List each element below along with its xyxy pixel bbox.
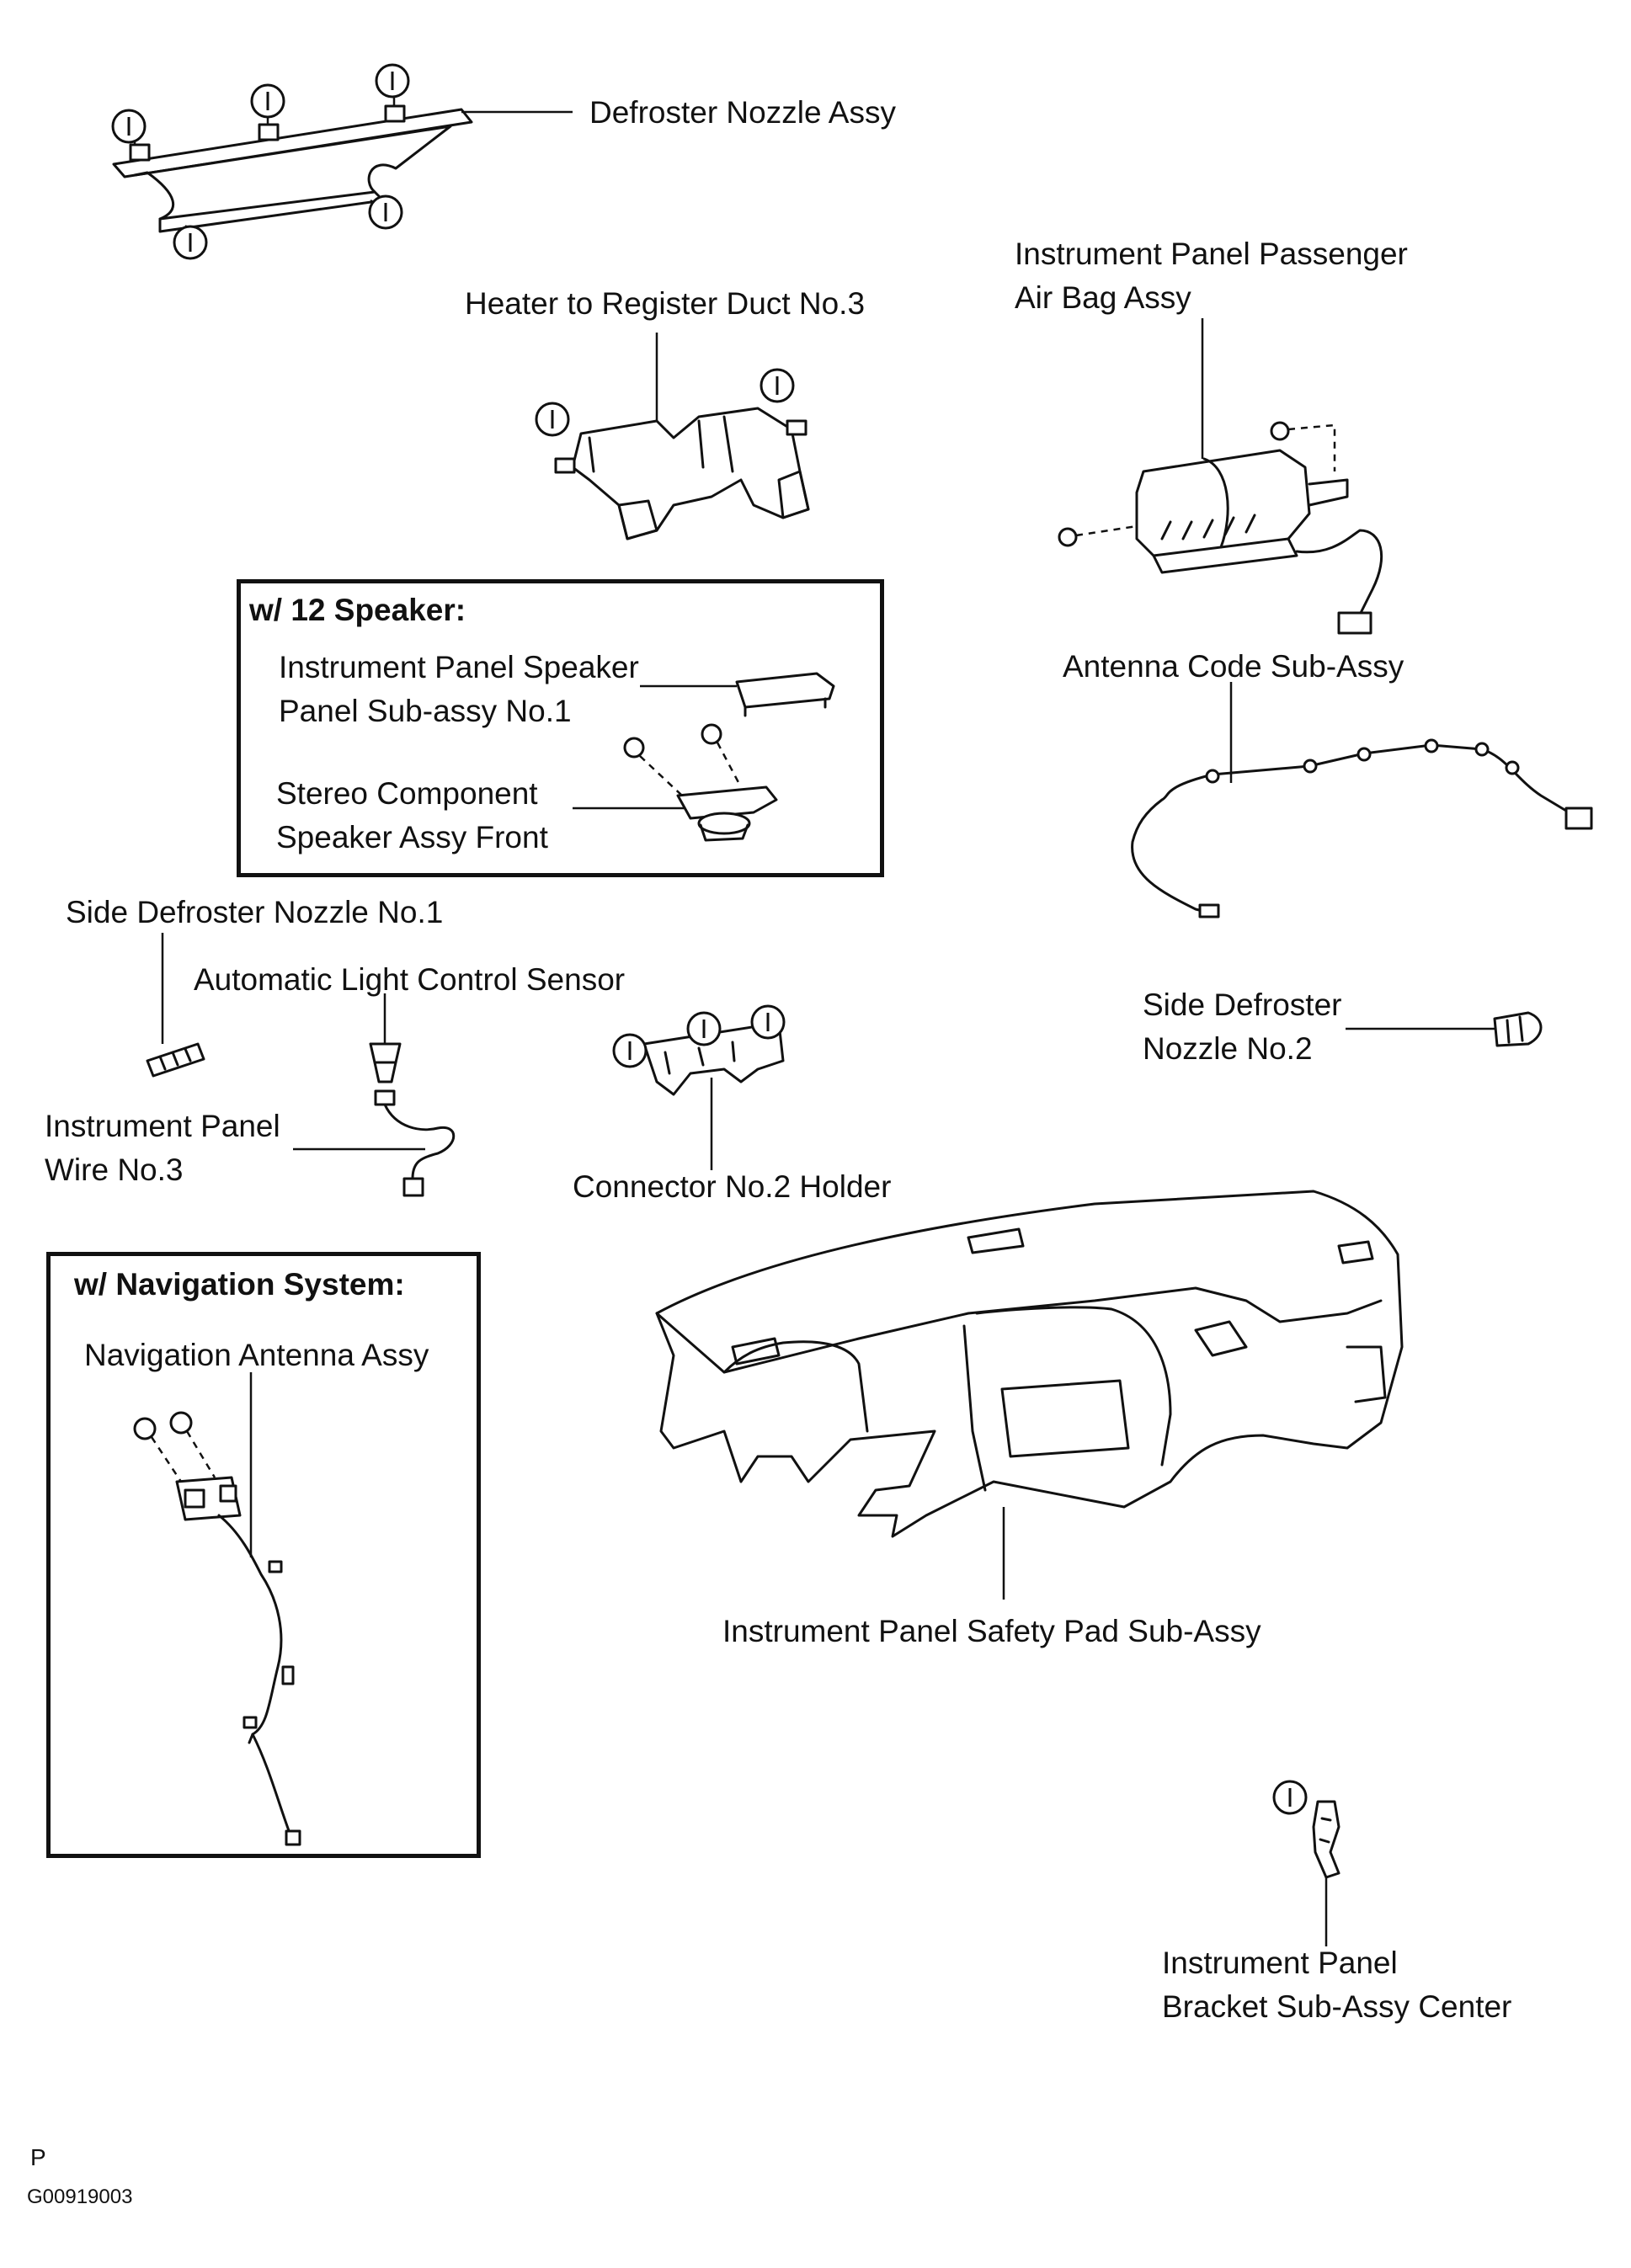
side-defroster-2-drawing — [1346, 1011, 1543, 1047]
side-defroster-2-label-line2: Nozzle No.2 — [1143, 1031, 1313, 1066]
heater-duct-drawing — [535, 333, 810, 540]
connector-holder-drawing — [612, 1004, 786, 1170]
airbag-label-line1: Instrument Panel Passenger — [1015, 237, 1408, 271]
antenna-code-drawing — [1131, 682, 1593, 918]
bracket-label-line1: Instrument Panel — [1162, 1946, 1398, 1980]
speaker-panel-label-line2: Panel Sub-assy No.1 — [279, 694, 572, 728]
side-defroster-1-label: Side Defroster Nozzle No.1 — [66, 895, 444, 929]
nav-box-title: w/ Navigation System: — [74, 1267, 405, 1302]
speaker-box-title: w/ 12 Speaker: — [249, 593, 466, 627]
safety-pad-label: Instrument Panel Safety Pad Sub-Assy — [722, 1614, 1261, 1648]
bracket-label-line2: Bracket Sub-Assy Center — [1162, 1989, 1512, 2024]
antenna-code-label: Antenna Code Sub-Assy — [1063, 649, 1404, 684]
connector-holder-label: Connector No.2 Holder — [573, 1169, 892, 1204]
navigation-option-box: w/ Navigation System: Navigation Antenna… — [46, 1252, 481, 1858]
stereo-speaker-label-line2: Speaker Assy Front — [276, 820, 548, 854]
speaker-panel-label-line1: Instrument Panel Speaker — [279, 650, 639, 684]
stereo-speaker-label-line1: Stereo Component — [276, 776, 538, 811]
nav-antenna-label: Navigation Antenna Assy — [84, 1338, 429, 1372]
airbag-label-line2: Air Bag Assy — [1015, 280, 1191, 315]
side-defroster-1-drawing — [146, 933, 205, 1078]
figure-code: G00919003 — [27, 2185, 133, 2208]
center-bracket-drawing — [1272, 1780, 1341, 1946]
defroster-nozzle-drawing — [111, 63, 573, 260]
airbag-drawing — [1058, 318, 1383, 635]
side-defroster-2-label-line1: Side Defroster — [1143, 988, 1342, 1022]
speaker-option-box: w/ 12 Speaker: Instrument Panel Speaker … — [237, 579, 884, 877]
stereo-speaker-drawing — [573, 723, 778, 842]
nav-antenna-drawing — [133, 1372, 301, 1846]
speaker-panel-drawing — [640, 672, 835, 717]
defroster-nozzle-label: Defroster Nozzle Assy — [589, 95, 896, 130]
light-sensor-drawing — [293, 993, 456, 1197]
panel-wire-label-line1: Instrument Panel — [45, 1109, 280, 1143]
auto-light-sensor-label: Automatic Light Control Sensor — [194, 962, 626, 997]
safety-pad-drawing — [655, 1190, 1404, 1600]
panel-wire-label-line2: Wire No.3 — [45, 1153, 184, 1187]
page-mark: P — [30, 2144, 46, 2170]
heater-duct-label: Heater to Register Duct No.3 — [465, 286, 866, 321]
